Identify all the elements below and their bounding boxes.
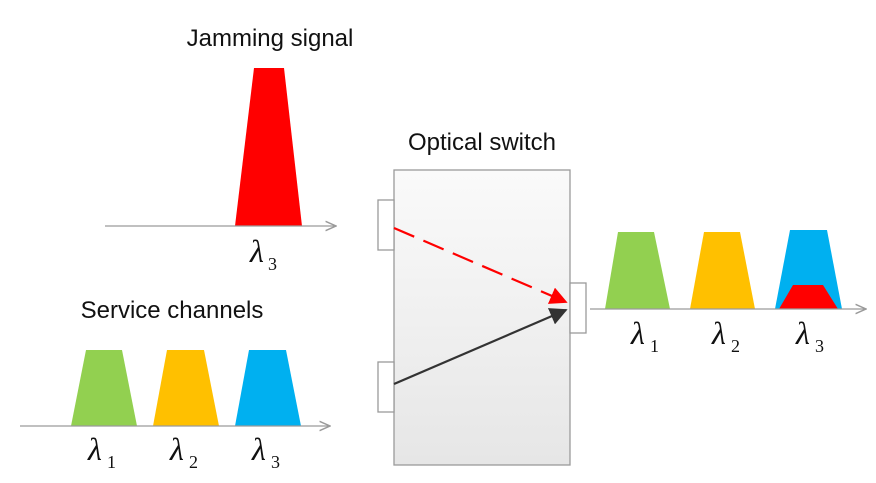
output-pulse-lambda1 [605,232,670,309]
jamming-lambda3-label: λ 3 [249,233,277,274]
svg-text:1: 1 [107,452,116,472]
jamming-signal-title: Jamming signal [187,25,354,52]
svg-text:3: 3 [815,336,824,356]
service-pulse-lambda3 [235,350,301,426]
svg-text:2: 2 [189,452,198,472]
svg-text:3: 3 [271,452,280,472]
svg-text:λ: λ [795,315,810,351]
svg-text:λ: λ [630,315,645,351]
svg-text:1: 1 [650,336,659,356]
switch-input-port-bottom [377,361,395,413]
svg-text:λ: λ [711,315,726,351]
output-lambda1-label: λ 1 [630,315,659,356]
svg-text:λ: λ [251,431,266,467]
output-lambda3-label: λ 3 [795,315,824,356]
switch-output-port [569,282,587,334]
svg-text:λ: λ [87,431,102,467]
svg-text:λ: λ [249,233,264,269]
svg-text:λ: λ [169,431,184,467]
svg-text:3: 3 [268,254,277,274]
service-path-arrow [393,308,568,386]
service-pulse-lambda2 [153,350,219,426]
service-lambda2-label: λ 2 [169,431,198,472]
output-pulse-lambda2 [690,232,755,309]
switch-input-port-top [377,199,395,251]
output-lambda2-label: λ 2 [711,315,740,356]
service-lambda3-label: λ 3 [251,431,280,472]
service-pulse-lambda1 [71,350,137,426]
output-jamming-overlay [779,285,838,309]
jamming-pulse [235,68,302,226]
optical-switch-box [393,169,571,466]
optical-switch-title: Optical switch [408,129,556,156]
service-lambda1-label: λ 1 [87,431,116,472]
service-channels-title: Service channels [81,297,264,324]
svg-text:2: 2 [731,336,740,356]
